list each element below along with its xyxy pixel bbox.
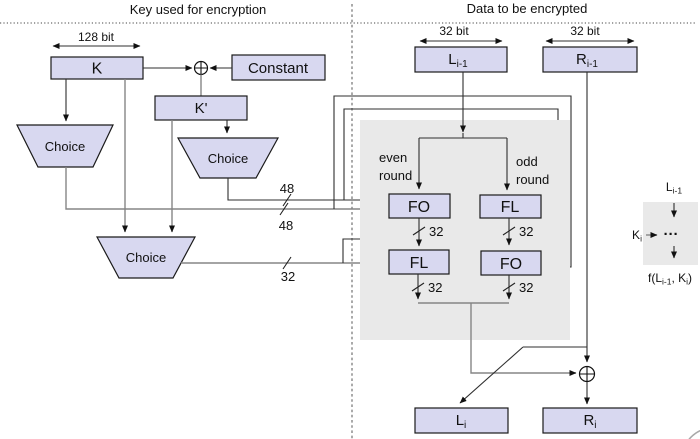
wire-label-32-fo-odd: 32 xyxy=(519,280,533,295)
wire-48-choice-mid-to-fo xyxy=(227,178,387,203)
fo-odd-box xyxy=(480,250,542,276)
bitwidth-tick-32 xyxy=(282,256,292,270)
constant-box xyxy=(231,54,326,81)
round-function-legend: Li-1 Ki ··· f(Li-1, Ki) xyxy=(632,180,698,287)
legend-input-label: Li-1 xyxy=(666,180,682,196)
key-kprime-label: K' xyxy=(195,100,208,117)
l-prev-sub: i-1 xyxy=(457,59,469,70)
fl-odd-box xyxy=(479,194,542,219)
r-next-box xyxy=(542,407,638,434)
wire-label-32: 32 xyxy=(281,269,295,284)
legend-output-sub1: i-1 xyxy=(662,277,672,287)
l-next-main: L xyxy=(456,412,464,429)
choice-mid-trapezoid xyxy=(176,137,280,179)
bitwidth-tick-fo-odd xyxy=(502,282,516,292)
legend-input-sub: i-1 xyxy=(673,186,683,196)
legend-key-sub: i xyxy=(640,234,642,244)
legend-output-pre: f(L xyxy=(648,271,662,285)
odd-round-label-line2: round xyxy=(516,172,549,187)
xor-icon-key xyxy=(193,60,209,76)
legend-output-label: f(Li-1, Ki) xyxy=(648,271,692,287)
l-prev-box xyxy=(414,46,508,73)
bitwidth-tick-48-bottom xyxy=(279,202,289,216)
fl-even-box xyxy=(388,249,450,275)
choice-bottom-trapezoid xyxy=(95,236,197,279)
xor-icon-output xyxy=(578,365,596,383)
fl-even-label: FL xyxy=(410,255,429,272)
fl-odd-label: FL xyxy=(501,199,520,216)
fo-even-label: FO xyxy=(408,199,430,216)
choice-top-trapezoid xyxy=(16,124,114,168)
l-prev-main: L xyxy=(448,51,456,68)
fo-odd-label: FO xyxy=(500,256,522,273)
l-next-label: Li xyxy=(456,412,467,431)
corner-arc-decoration xyxy=(688,430,700,439)
l-prev-label: Li-1 xyxy=(448,51,468,70)
width-label-128bit: 128 bit xyxy=(78,30,115,44)
data-section-title: Data to be encrypted xyxy=(467,1,588,16)
bitwidth-tick-fl-odd xyxy=(502,226,516,236)
bitwidth-tick-fo-even xyxy=(412,226,426,236)
even-round-label-line2: round xyxy=(379,168,412,183)
r-prev-sub: i-1 xyxy=(587,59,599,70)
even-round-label-line1: even xyxy=(379,150,407,165)
l-next-box xyxy=(414,407,509,434)
odd-round-label-line1: odd xyxy=(516,154,538,169)
width-label-32bit-left: 32 bit xyxy=(439,24,469,38)
r-next-main: R xyxy=(583,412,594,429)
legend-key-label: Ki xyxy=(632,228,642,244)
wire-rprev-to-lnext-diagonal xyxy=(459,346,524,404)
l-next-sub: i xyxy=(464,420,466,431)
wire-label-32-fl-even: 32 xyxy=(428,280,442,295)
choice-mid-label: Choice xyxy=(208,151,248,166)
legend-output-sub2: i xyxy=(686,277,688,287)
r-prev-box xyxy=(542,46,638,73)
wire-label-48-bottom: 48 xyxy=(279,218,293,233)
wire-f-output-to-xor xyxy=(470,303,577,376)
wire-label-32-fl-odd: 32 xyxy=(519,224,533,239)
wire-label-32-fo-even: 32 xyxy=(429,224,443,239)
r-prev-label: Ri-1 xyxy=(576,51,598,70)
legend-output-post: ) xyxy=(688,271,692,285)
legend-input-main: L xyxy=(666,180,673,194)
constant-label: Constant xyxy=(248,60,309,77)
legend-output-mid: , K xyxy=(671,271,686,285)
choice-bottom-label: Choice xyxy=(126,250,166,265)
wire-label-48-top: 48 xyxy=(280,181,294,196)
key-kprime-box xyxy=(154,95,248,121)
bitwidth-tick-fl-even xyxy=(411,282,425,292)
legend-dots: ··· xyxy=(664,226,679,243)
choice-top-label: Choice xyxy=(45,139,85,154)
r-prev-main: R xyxy=(576,51,587,68)
wire-48-choice-top-to-fo xyxy=(65,167,387,212)
key-section-title: Key used for encryption xyxy=(130,2,267,17)
key-k-label: K xyxy=(92,61,103,78)
r-next-label: Ri xyxy=(583,412,596,431)
bitwidth-tick-48-top xyxy=(282,193,292,207)
legend-key-main: K xyxy=(632,228,640,242)
width-label-32bit-right: 32 bit xyxy=(570,24,600,38)
r-next-sub: i xyxy=(594,420,596,431)
